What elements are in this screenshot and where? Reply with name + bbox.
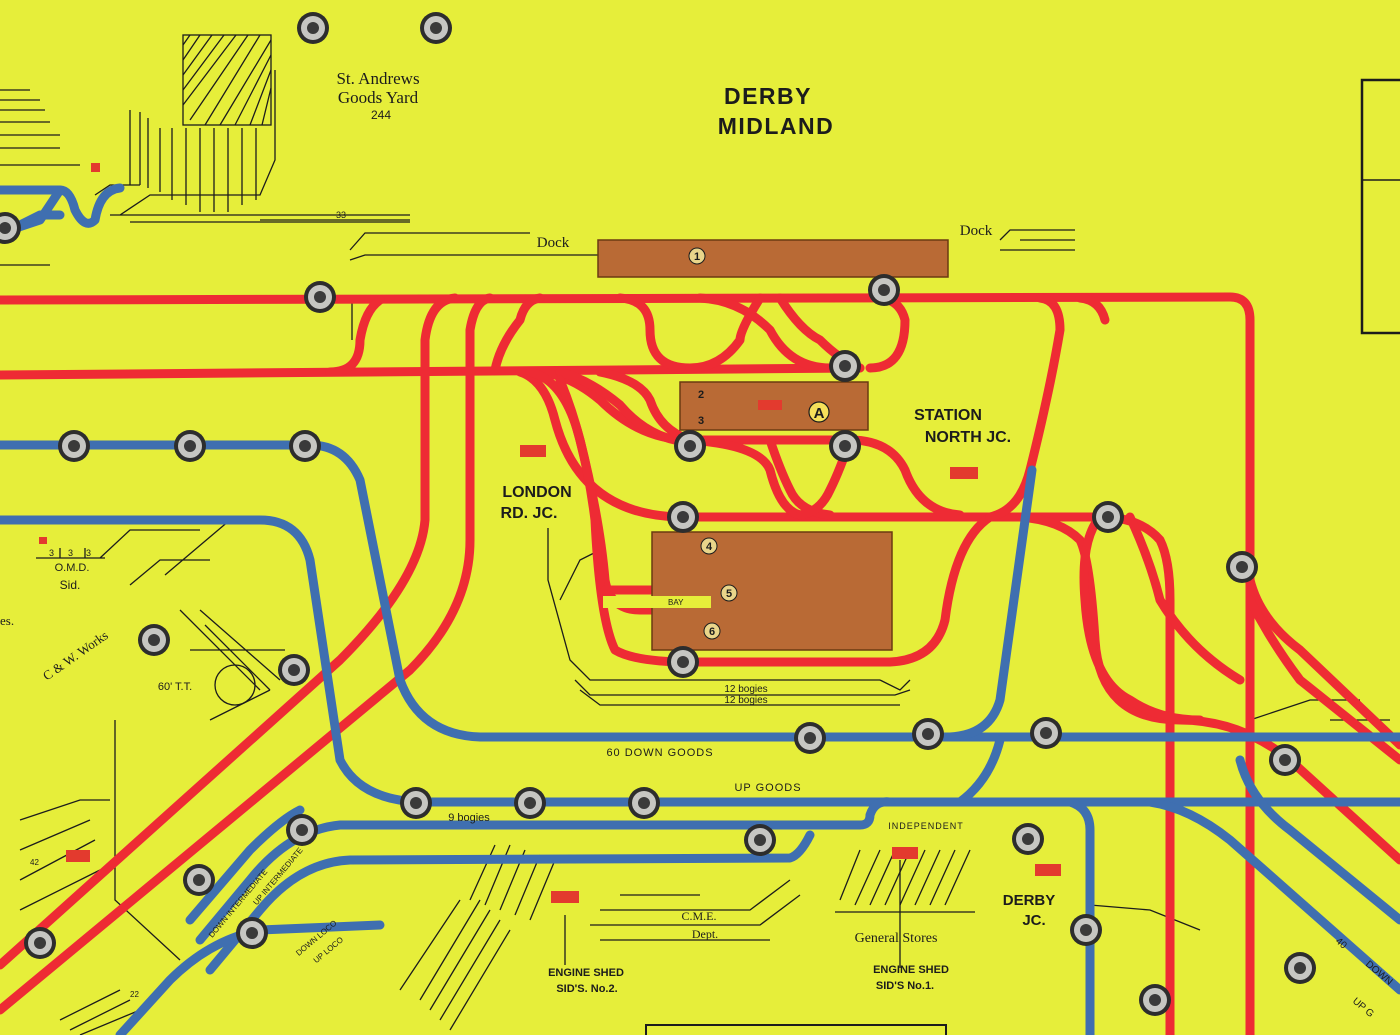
svg-text:3: 3: [49, 548, 54, 558]
svg-text:3: 3: [698, 415, 704, 427]
svg-text:A: A: [814, 405, 825, 422]
indicator-stud: [1092, 501, 1124, 533]
svg-text:5: 5: [726, 588, 732, 600]
indicator-stud: [794, 722, 826, 754]
svg-text:6: 6: [709, 626, 715, 638]
indicator-stud: [1012, 823, 1044, 855]
indicator-stud: [829, 430, 861, 462]
svg-text:O.M.D.: O.M.D.: [55, 562, 90, 574]
map-title-line2: MIDLAND: [718, 113, 835, 139]
svg-text:2: 2: [698, 389, 704, 401]
svg-text:JC.: JC.: [1022, 912, 1045, 929]
indicator-stud: [138, 624, 170, 656]
svg-text:UP G: UP G: [1350, 996, 1376, 1020]
svg-text:DERBY: DERBY: [1003, 892, 1056, 909]
indicator-stud: [667, 646, 699, 678]
indicator-stud: [1284, 952, 1316, 984]
svg-text:UP GOODS: UP GOODS: [734, 782, 801, 794]
svg-text:SID'S. No.2.: SID'S. No.2.: [556, 983, 617, 995]
indicator-stud: [1226, 551, 1258, 583]
svg-text:9 bogies: 9 bogies: [448, 812, 490, 824]
svg-text:BAY: BAY: [668, 598, 684, 607]
platform-1: [597, 239, 949, 278]
svg-text:Sid.: Sid.: [60, 578, 81, 592]
svg-text:12 bogies: 12 bogies: [724, 695, 767, 706]
svg-text:ENGINE SHED: ENGINE SHED: [548, 967, 624, 979]
indicator-stud: [400, 787, 432, 819]
svg-text:INDEPENDENT: INDEPENDENT: [888, 821, 964, 831]
indicator-stud: [286, 814, 318, 846]
svg-text:C & W. Works: C & W. Works: [40, 627, 111, 683]
svg-text:STATION: STATION: [914, 407, 982, 424]
svg-text:12 bogies: 12 bogies: [724, 684, 767, 695]
svg-text:ENGINE SHED: ENGINE SHED: [873, 964, 949, 976]
map-title-line1: DERBY: [724, 83, 812, 109]
svg-text:Goods Yard: Goods Yard: [338, 88, 419, 107]
indicator-stud: [58, 430, 90, 462]
indicator-stud: [278, 654, 310, 686]
svg-text:42: 42: [30, 858, 39, 867]
indicator-stud: [183, 864, 215, 896]
indicator-stud: [674, 430, 706, 462]
indicator-stud: [174, 430, 206, 462]
platforms: [597, 239, 949, 651]
indicator-stud: [236, 917, 268, 949]
svg-text:St. Andrews: St. Andrews: [336, 69, 419, 88]
svg-text:NORTH JC.: NORTH JC.: [925, 429, 1011, 446]
indicator-stud: [744, 824, 776, 856]
indicator-stud: [1030, 717, 1062, 749]
svg-text:SID'S No.1.: SID'S No.1.: [876, 980, 934, 992]
platform-4-6: [651, 531, 893, 651]
svg-text:LONDON: LONDON: [502, 484, 571, 501]
svg-text:DOWN: DOWN: [1363, 959, 1394, 988]
svg-text:3: 3: [68, 548, 73, 558]
indicator-stud: [1139, 984, 1171, 1016]
indicator-stud: [304, 281, 336, 313]
svg-text:Dock: Dock: [960, 223, 993, 239]
indicator-stud: [628, 787, 660, 819]
svg-text:3: 3: [86, 548, 91, 558]
indicator-stud: [868, 274, 900, 306]
svg-text:es.: es.: [0, 613, 14, 628]
indicator-stud: [1269, 744, 1301, 776]
indicator-stud: [297, 12, 329, 44]
svg-text:Dock: Dock: [537, 235, 570, 251]
indicator-stud: [24, 927, 56, 959]
svg-text:22: 22: [130, 990, 139, 999]
indicator-stud: [0, 212, 21, 244]
svg-text:1: 1: [694, 251, 700, 263]
svg-text:60 DOWN GOODS: 60 DOWN GOODS: [606, 747, 713, 759]
sidings-thin-lines: [0, 34, 1390, 1035]
svg-text:244: 244: [371, 108, 391, 122]
signal-box-markers: [39, 163, 1061, 903]
platform-numbers: 1 2 3 A 4 5 6 BAY: [668, 247, 830, 640]
indicator-studs: [0, 12, 1316, 1016]
passenger-lines-red: [0, 292, 1400, 1035]
indicator-stud: [514, 787, 546, 819]
svg-text:General Stores: General Stores: [855, 931, 938, 946]
svg-text:Dept.: Dept.: [692, 927, 718, 941]
indicator-stud: [829, 350, 861, 382]
legend-frames: [645, 78, 1400, 1035]
indicator-stud: [912, 718, 944, 750]
indicator-stud: [289, 430, 321, 462]
svg-text:C.M.E.: C.M.E.: [681, 909, 716, 923]
indicator-stud: [1070, 914, 1102, 946]
svg-text:RD. JC.: RD. JC.: [501, 505, 558, 522]
svg-text:33: 33: [336, 210, 346, 220]
indicator-stud: [420, 12, 452, 44]
indicator-stud: [667, 501, 699, 533]
svg-text:4: 4: [706, 541, 713, 553]
svg-text:60' T.T.: 60' T.T.: [158, 681, 192, 693]
